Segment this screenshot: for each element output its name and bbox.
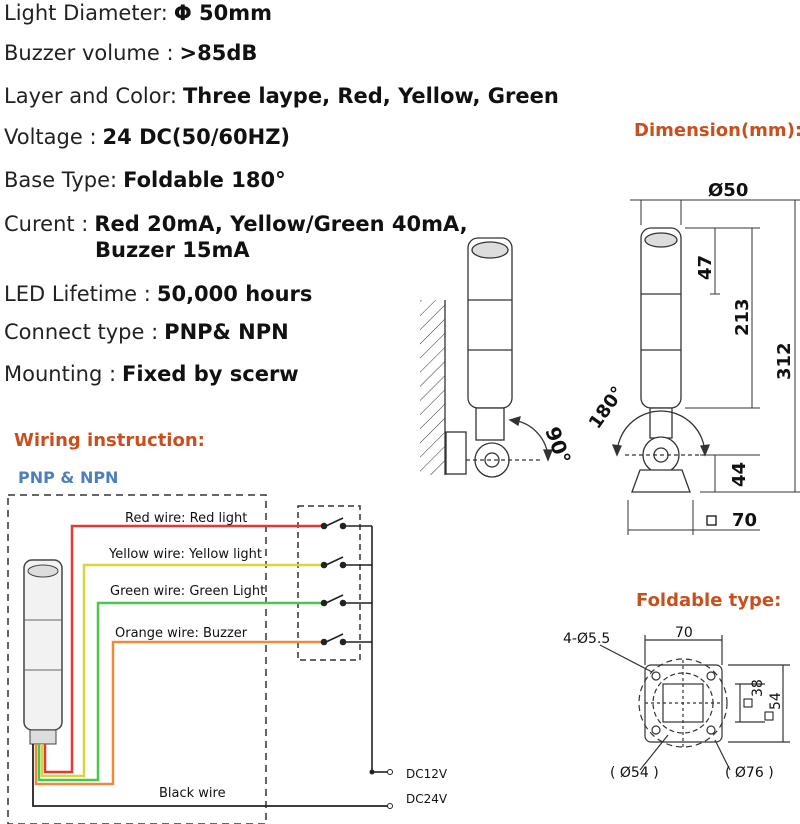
dim-diameter-50: Ø50 (708, 180, 748, 201)
tower-light-small (23, 559, 63, 745)
spec-value: Fixed by scerw (122, 362, 299, 386)
spec-value: 24 DC(50/60HZ) (102, 125, 291, 149)
fold-diameter-76: ( Ø76 ) (725, 765, 774, 781)
dim-height-47: 47 (695, 255, 716, 280)
green-wire (37, 601, 322, 782)
spec-buzzer-volume: Buzzer volume :>85dB (4, 40, 257, 66)
angle-90-label: 90° (540, 424, 575, 468)
spec-value: PNP& NPN (164, 320, 289, 344)
spec-label: Curent : (4, 212, 89, 236)
spec-connect-type: Connect type :PNP& NPN (4, 319, 289, 345)
square-symbol-54 (764, 711, 774, 721)
dimension-lines (627, 199, 800, 535)
spec-value: Three laype, Red, Yellow, Green (182, 84, 559, 108)
black-wire-label: Black wire (159, 786, 226, 801)
wiring-subheading: PNP & NPN (18, 468, 119, 487)
spec-value: Foldable 180° (123, 168, 286, 192)
spec-label: Layer and Color: (4, 84, 177, 108)
wiring-heading: Wiring instruction: (14, 430, 205, 451)
black-wire (32, 744, 388, 807)
spec-label: Connect type : (4, 320, 159, 344)
spec-light-diameter: Light Diameter:Φ 50mm (4, 0, 272, 26)
spec-label: Base Type: (4, 168, 118, 192)
fold-diameter-54: ( Ø54 ) (610, 765, 659, 781)
spec-label: Mounting : (4, 362, 117, 386)
front-view-drawing (611, 227, 711, 493)
switch-enclosure (297, 505, 361, 661)
spec-value: 50,000 hours (156, 282, 313, 306)
spec-label: LED Lifetime : (4, 282, 151, 306)
spec-label: Buzzer volume : (4, 41, 174, 65)
fold-holes-label: 4-Ø5.5 (563, 631, 610, 647)
fold-size-54: 54 (768, 692, 784, 710)
angle-180-label: 180° (585, 383, 629, 433)
green-wire-label: Green wire: Green Light (110, 584, 265, 599)
side-view-drawing (420, 237, 553, 478)
spec-label: Voltage : (4, 125, 97, 149)
orange-wire (34, 640, 322, 786)
orange-wire-label: Orange wire: Buzzer (115, 626, 248, 641)
spec-mounting: Mounting :Fixed by scerw (4, 361, 299, 387)
spec-voltage: Voltage :24 DC(50/60HZ) (4, 124, 290, 150)
yellow-wire-label: Yellow wire: Yellow light (108, 547, 262, 562)
fold-width-70: 70 (675, 625, 693, 641)
red-wire-label: Red wire: Red light (125, 511, 247, 526)
wiring-diagram: Red wire: Red light Yellow wire: Yellow … (7, 494, 448, 824)
yellow-wire (40, 563, 322, 778)
dim-height-312: 312 (774, 342, 795, 380)
spec-value: >85dB (179, 41, 258, 65)
spec-current-line2: Buzzer 15mA (95, 238, 250, 262)
spec-label: Light Diameter: (4, 1, 168, 25)
foldable-heading: Foldable type: (636, 590, 782, 611)
dimension-heading: Dimension(mm): (634, 120, 800, 141)
red-wire (43, 524, 322, 774)
dc24v-label: DC24V (406, 792, 448, 806)
spec-current: Curent :Red 20mA, Yellow/Green 40mA, (4, 211, 468, 237)
spec-base-type: Base Type:Foldable 180° (4, 167, 286, 193)
spec-led-lifetime: LED Lifetime :50,000 hours (4, 281, 312, 307)
foldable-top-view (599, 635, 790, 771)
dim-height-213: 213 (732, 298, 753, 336)
controller-enclosure (7, 494, 267, 824)
square-symbol-38 (743, 698, 753, 708)
square-symbol (706, 515, 717, 526)
spec-value: Φ 50mm (173, 1, 272, 25)
dim-width-70: 70 (732, 510, 757, 531)
fold-size-38: 38 (750, 679, 766, 697)
dim-height-44: 44 (729, 462, 750, 487)
spec-layer-color: Layer and Color:Three laype, Red, Yellow… (4, 83, 559, 109)
spec-value: Red 20mA, Yellow/Green 40mA, (94, 212, 468, 236)
dc12v-label: DC12V (406, 767, 448, 781)
